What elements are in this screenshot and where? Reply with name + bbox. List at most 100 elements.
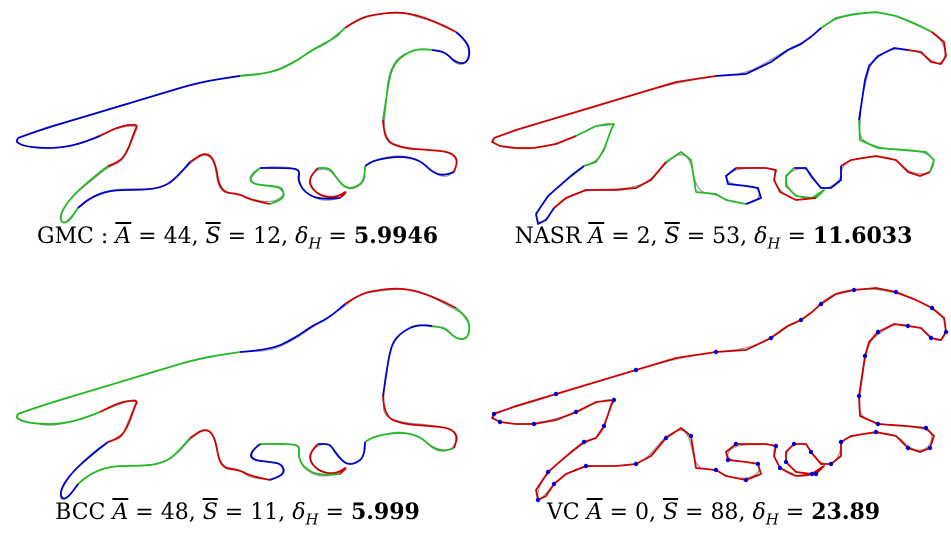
reconstruction-segment [736,167,817,201]
reconstruction-segment [309,443,347,475]
reconstruction-segment [493,351,717,415]
reconstruction-segment [665,427,747,481]
vertex-point [905,445,911,451]
horse-figure-bcc [15,287,471,500]
A-value: 2 [636,224,651,249]
vertex-point [531,421,537,427]
vertex-point [755,461,761,467]
vertex-point [733,441,739,447]
vertex-point [545,469,551,475]
vertex-point [862,353,868,359]
vertex-point [768,335,774,341]
reconstruction-segment [364,156,455,176]
vertex-point [535,497,541,503]
reconstruction-segment [364,432,455,452]
reconstruction-segment [250,443,285,481]
reconstruction-segment [840,155,931,177]
reconstruction-segment [785,443,825,475]
original-contour [16,288,470,500]
vertex-point [583,463,589,469]
vertex-point [497,419,503,425]
reconstruction-segment [491,411,577,425]
vertex-point [851,287,857,293]
reconstruction-segment [820,287,933,309]
horse-figure-vc [491,287,949,503]
reconstruction-segment [239,27,346,77]
vertex-point [688,433,694,439]
dH-value: 5.9946 [353,223,439,249]
A-value: 44 [163,224,192,249]
reconstruction-segment [794,442,842,465]
vertex-point [633,367,639,373]
reconstruction-segment [575,123,615,167]
vertex-point [808,449,814,455]
reconstruction-segment [15,135,101,149]
reconstruction-segment [858,119,935,173]
vertex-point [611,397,617,403]
reconstruction-segment [491,135,577,149]
reconstruction-segment [99,123,138,167]
dH-value: 23.89 [811,499,881,525]
reconstruction-segment [250,167,285,205]
reconstruction-segment [318,165,366,189]
reconstruction-segment [239,303,346,353]
method-name: NASR [514,224,582,249]
reconstruction-segment [77,161,191,209]
S-value: 88 [710,500,739,525]
vertex-point [633,461,639,467]
panel-vc: VC A = 0, S = 88, δH = 23.89 [476,276,951,552]
reconstruction-segment [382,119,458,173]
method-name: GMC : [36,224,109,249]
vertex-point [783,459,789,465]
reconstruction-segment [431,307,471,341]
reconstruction-segment [858,323,909,397]
reconstruction-segment [493,75,717,139]
reconstruction-segment [189,153,271,205]
reconstruction-segment [318,441,366,465]
caption-vc: VC A = 0, S = 88, δH = 23.89 [546,499,881,529]
A-value: 0 [634,500,649,525]
reconstruction-segment [785,167,825,199]
reconstruction-segment [15,411,101,425]
vertex-point [818,301,824,307]
vertex-point [773,443,779,449]
vertex-point [875,421,881,427]
reconstruction-segment [77,437,191,485]
reconstruction-segment [309,167,347,199]
vertex-point [813,471,819,477]
original-contour [16,11,470,224]
reconstruction-segment [907,307,947,341]
vertex-point [875,329,881,335]
vertex-point [943,329,949,335]
reconstruction-segment [382,395,458,449]
reconstruction-segment [725,443,762,481]
caption-bcc: BCC A = 48, S = 11, δH = 5.999 [55,499,420,529]
vertex-point [743,477,749,483]
vertex-point [573,409,579,415]
reconstruction-segment [907,31,947,65]
method-name: VC [546,500,580,525]
reconstruction-segment [820,11,933,33]
reconstruction-segment [535,165,585,225]
horse-figure-nasr [491,11,947,225]
vertex-point [893,289,899,295]
panel-gmc: GMC : A = 44, S = 12, δH = 5.9946 [0,0,475,276]
vertex-point [791,441,797,447]
reconstruction-segment [665,151,747,205]
reconstruction-segment [382,48,433,121]
original-contour [492,288,947,499]
vertex-point [828,461,834,467]
vertex-point [491,411,497,417]
vertex-point [838,439,844,445]
dH-value: 5.999 [350,499,420,525]
reconstruction-segment [858,395,935,449]
reconstruction-segment [575,399,615,443]
vertex-point [905,323,911,329]
vertex-point [725,457,731,463]
reconstruction-segment [715,303,822,353]
vertex-point [581,439,587,445]
reconstruction-segment [17,351,241,415]
caption-gmc: GMC : A = 44, S = 12, δH = 5.9946 [36,223,439,253]
panel-nasr: NASR A = 2, S = 53, δH = 11.6033 [476,0,951,276]
reconstruction-segment [260,167,341,200]
